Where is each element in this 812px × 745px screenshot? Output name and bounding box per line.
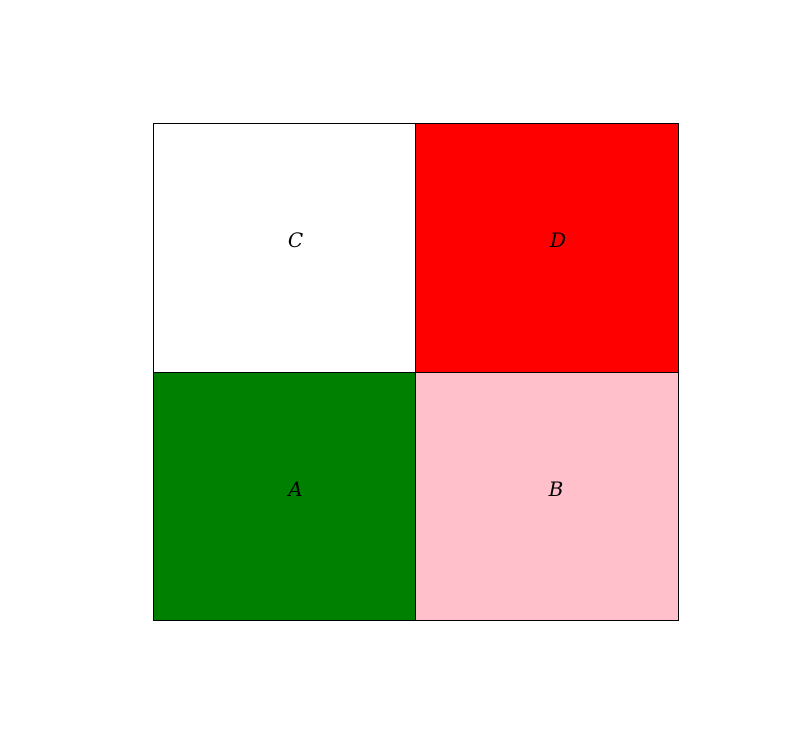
cell-d-label: D — [549, 228, 567, 252]
cell-a-label: A — [288, 476, 303, 501]
cell-b: B — [416, 373, 678, 620]
quadrant-grid: C D A B — [153, 123, 679, 621]
cell-c: C — [154, 124, 416, 373]
cell-d: D — [416, 124, 678, 373]
cell-c-label: C — [287, 228, 304, 252]
cell-b-label: B — [548, 476, 564, 501]
cell-a: A — [154, 373, 416, 620]
